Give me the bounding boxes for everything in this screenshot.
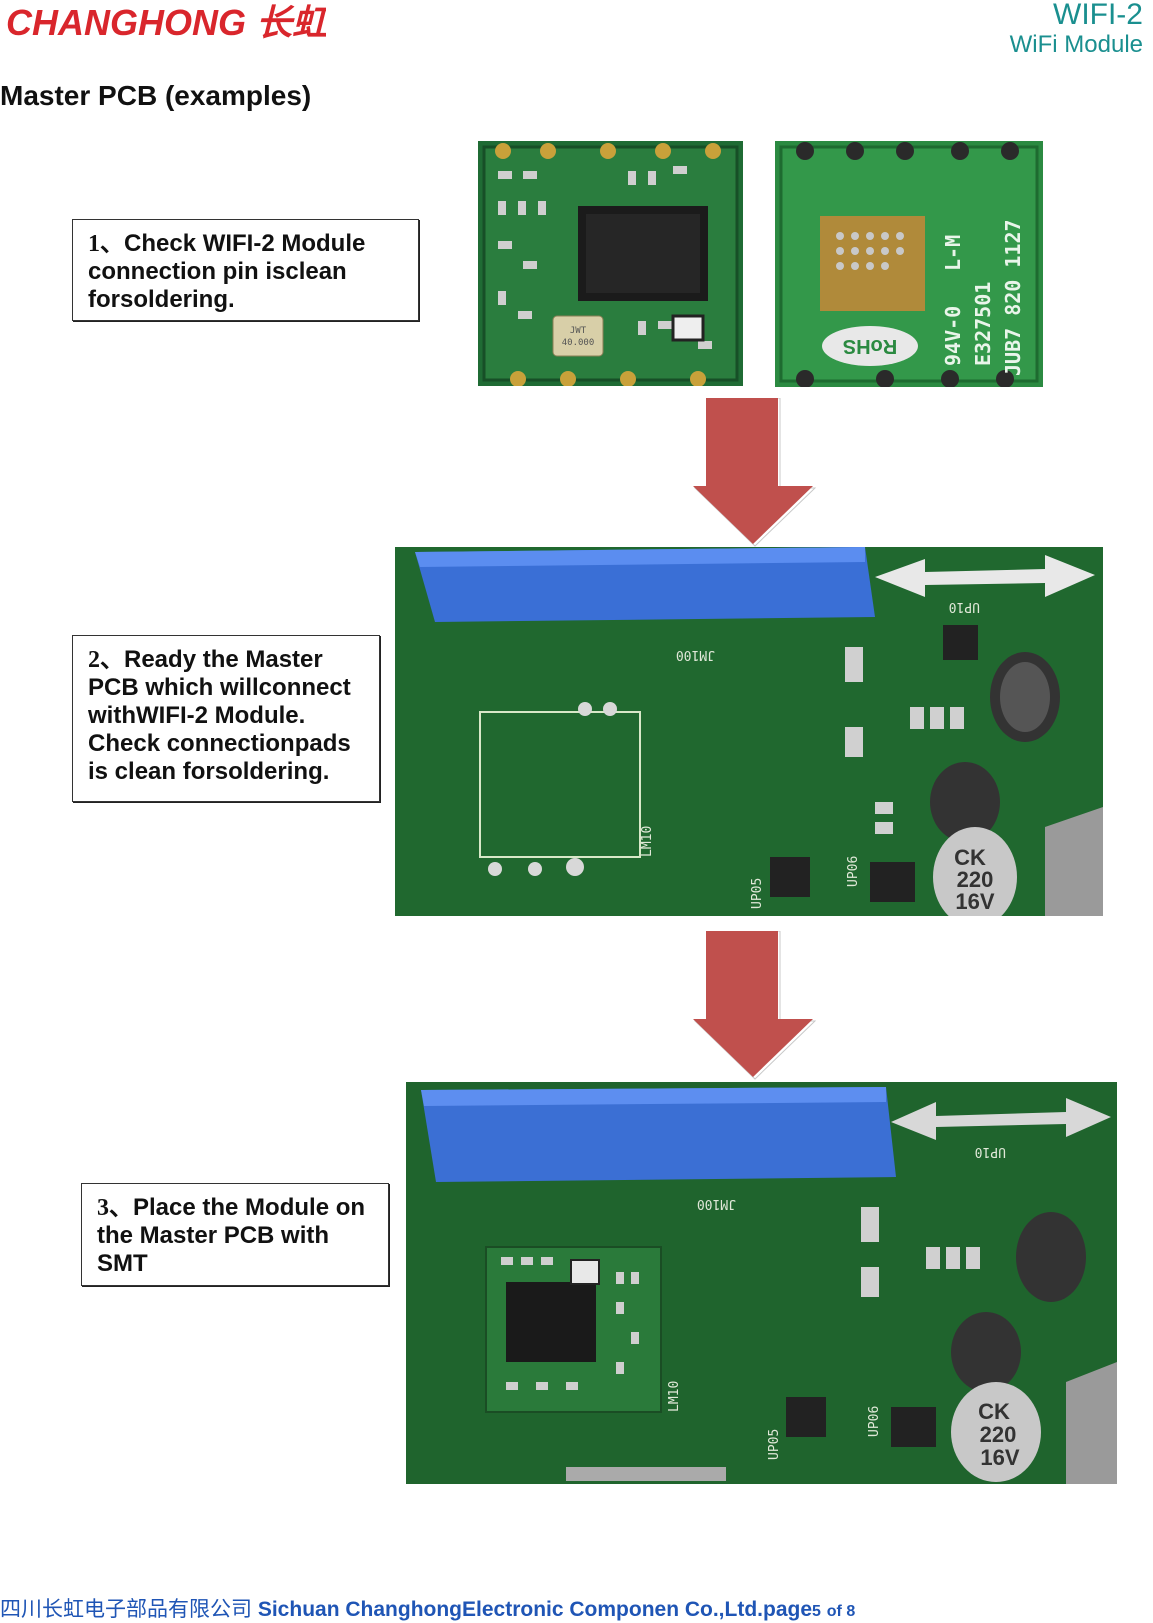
module-front-photo: JWT 40.000 [478,141,743,386]
rohs-label: RoHS [843,335,897,357]
crystal-text-2: 40.000 [562,338,595,348]
pcb-label-up10: UP10 [949,599,980,614]
pcb-label-lm10b: LM10 [667,1381,682,1412]
step-3-callout: 3、Place the Module on the Master PCB wit… [81,1183,389,1286]
back-text-jub7: JUB7 820 1127 [1001,219,1025,376]
step-2-callout: 2、Ready the Master PCB which willconnect… [72,635,380,802]
pcb-label-up06b: UP06 [867,1406,882,1437]
down-arrow-1 [693,398,817,547]
cap-text-3b: 16V [980,1445,1019,1470]
cap-text-1: CK [954,845,986,870]
step-3-text: Place the Module on the Master PCB with … [97,1194,366,1277]
pcb-label-up10b: UP10 [975,1144,1006,1159]
pcb-label-up06: UP06 [846,856,861,887]
back-text-94v: 94V-0 [941,306,965,366]
step-3-number: 3、 [97,1195,133,1221]
pcb-label-up05: UP05 [750,878,765,909]
pcb-label-up05b: UP05 [767,1429,782,1460]
pcb-label-jm100: JM100 [676,647,715,662]
step-1-number: 1、 [88,231,124,257]
cap-text-2: 220 [957,867,994,892]
changhong-logo: CHANGHONG 长虹 [6,2,326,42]
back-text-lm: L-M [941,235,965,271]
page-footer: 四川长虹电子部品有限公司 Sichuan ChanghongElectronic… [0,1593,855,1623]
cap-text-2b: 220 [980,1422,1017,1447]
logo-text: CHANGHONG 长虹 [6,2,326,42]
footer-company: Sichuan ChanghongElectronic Componen Co.… [257,1598,764,1621]
pcb-label-jm100b: JM100 [697,1196,736,1211]
cap-text-3: 16V [955,889,994,914]
step-2-text: Ready the Master PCB which willconnect w… [88,646,351,785]
master-pcb-photo: CK 220 16V UP10 JM100 LM10 UP06 UP05 [395,547,1103,916]
footer-page-word: page [763,1598,813,1621]
pcb-with-module-photo: CK 220 16V UP10 JM100 LM10 UP06 UP05 [406,1082,1117,1484]
header-doc-info: WIFI-2 WiFi Module [1010,0,1143,60]
crystal-text-1: JWT [570,326,587,336]
footer-page-total: of 8 [826,1603,856,1620]
doc-code: WIFI-2 [1053,0,1143,31]
step-2-number: 2、 [88,647,124,673]
down-arrow-2 [693,931,817,1080]
back-text-e327501: E327501 [971,282,995,366]
step-1-callout: 1、Check WIFI-2 Module connection pin isc… [72,219,419,321]
footer-page-number: 5 [812,1603,821,1620]
footer-chinese-name: 四川长虹电子部品有限公司 [0,1598,252,1621]
cap-text-1b: CK [978,1399,1010,1424]
doc-subtitle: WiFi Module [1009,31,1143,58]
pcb-label-lm10: LM10 [640,826,655,857]
module-back-photo: RoHS 94V-0 E327501 L-M JUB7 820 1127 [775,141,1043,387]
step-1-text: Check WIFI-2 Module connection pin iscle… [88,230,366,313]
section-title: Master PCB (examples) [0,80,312,111]
